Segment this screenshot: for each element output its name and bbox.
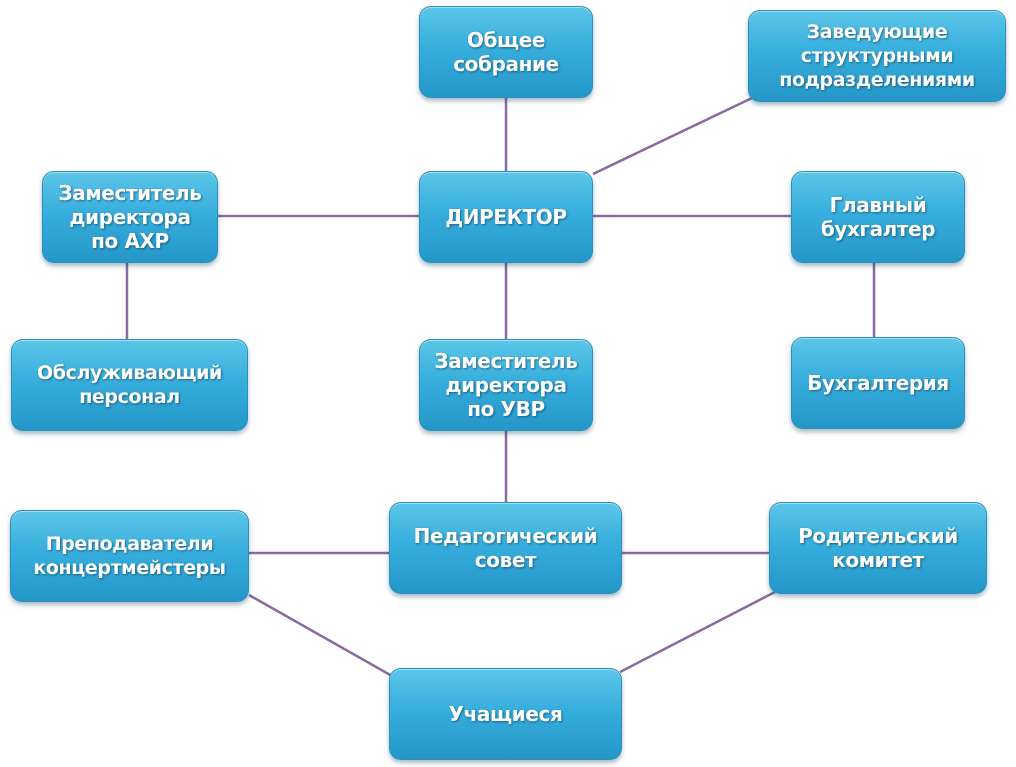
node-teachers: Преподаватели концертмейстеры: [10, 510, 249, 602]
node-label: ДИРЕКТОР: [445, 205, 567, 229]
node-pedagogical-council: Педагогический совет: [389, 502, 622, 594]
node-parents-committee: Родительский комитет: [769, 502, 987, 594]
node-label: Заведующие структурными подразделениями: [779, 21, 975, 91]
node-label: Общее собрание: [453, 28, 559, 76]
node-department-heads: Заведующие структурными подразделениями: [748, 10, 1006, 102]
node-label: Главный бухгалтер: [820, 193, 936, 241]
node-label: Родительский комитет: [798, 524, 958, 572]
node-deputy-director-axr: Заместитель директора по АХР: [42, 171, 218, 263]
node-label: Преподаватели концертмейстеры: [33, 533, 226, 579]
node-label: Педагогический совет: [413, 524, 598, 572]
node-label: Заместитель директора по УВР: [434, 349, 578, 421]
connector-parents-students: [619, 590, 776, 674]
connector-director-department-heads: [592, 96, 753, 176]
node-label: Бухгалтерия: [807, 371, 949, 395]
node-label: Заместитель директора по АХР: [58, 181, 202, 253]
node-director: ДИРЕКТОР: [419, 171, 593, 263]
connector-teachers-students: [248, 593, 393, 678]
node-chief-accountant: Главный бухгалтер: [791, 171, 965, 263]
node-students: Учащиеся: [389, 668, 622, 760]
node-label: Учащиеся: [448, 702, 563, 726]
node-general-meeting: Общее собрание: [419, 6, 593, 98]
node-accounting: Бухгалтерия: [791, 337, 965, 429]
node-label: Обслуживающий персонал: [37, 362, 222, 408]
node-deputy-director-uvr: Заместитель директора по УВР: [419, 339, 593, 431]
node-service-staff: Обслуживающий персонал: [11, 339, 248, 431]
